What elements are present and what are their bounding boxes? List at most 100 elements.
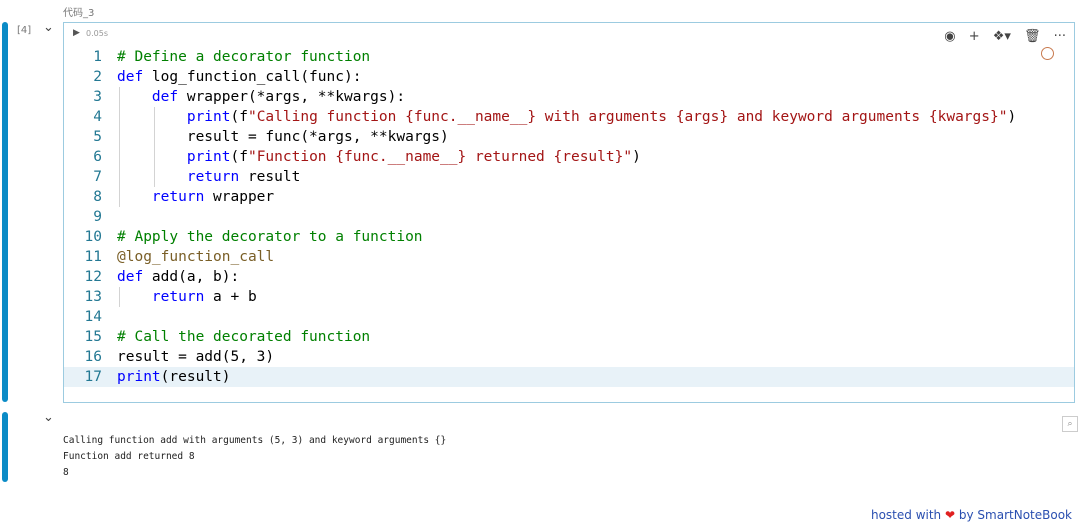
heart-icon: ❤ [945,508,956,522]
code-token: result = func(*args, **kwargs) [186,129,449,145]
line-number: 13 [84,289,102,305]
collapse-output-chevron-icon[interactable]: ⌄ [43,410,54,425]
code-line: 11 @log_function_call [64,247,1074,267]
indent-guide [153,127,155,147]
line-number: 16 [84,349,102,365]
cell-selection-bar[interactable] [2,22,8,402]
code-token: "Function {func.__name__} returned {resu… [247,149,633,165]
code-token [117,149,187,165]
code-line: 13 return a + b [64,287,1074,307]
code-token: ) [632,149,641,165]
indent-guide [153,167,155,187]
trash-icon[interactable]: 🗑 [1023,29,1041,44]
code-token: log_function_call(func): [151,69,362,85]
line-number: 11 [84,249,102,265]
code-line: 14 [64,307,1074,327]
execution-time: 0.05s [86,29,108,38]
python-icon[interactable]: ❖▾ [992,29,1011,44]
eye-icon[interactable]: ◉ [944,29,956,44]
indent-guide [119,107,120,127]
output-toggle-icon[interactable]: ⌕ [1062,416,1078,432]
status-indicator-icon [1041,47,1054,60]
indent-guide [119,127,120,147]
indent-guide [119,87,120,107]
line-number: 4 [93,109,102,125]
code-token: a + b [213,289,257,305]
code-token: (result) [160,369,231,385]
code-token [117,169,187,185]
code-line: 5 result = func(*args, **kwargs) [64,127,1074,147]
code-token: @log_function_call [117,249,275,265]
line-number: 6 [93,149,102,165]
line-number: 2 [93,69,102,85]
hosted-label: hosted with [870,508,942,522]
line-number: 9 [93,209,102,225]
line-number: 3 [93,89,102,105]
code-token: def [117,69,152,85]
code-cell[interactable]: ▶ 0.05s ◉ + ❖▾ 🗑 ··· 1 # Define a decorat… [63,22,1075,403]
code-token: # Define a decorator function [117,49,371,65]
line-number: 8 [93,189,102,205]
code-token: # Call the decorated function [117,329,371,345]
code-token: # Apply the decorator to a function [117,229,423,245]
code-line: 15 # Call the decorated function [64,327,1074,347]
code-line: 16 result = add(5, 3) [64,347,1074,367]
code-token [117,89,152,105]
code-token: print [117,369,161,385]
code-token: result = add(5, 3) [117,349,275,365]
more-icon[interactable]: ··· [1053,29,1066,44]
indent-guide [119,147,120,167]
code-line: 17 print(result) [64,367,1074,387]
cell-title: 代码_3 [63,8,95,19]
code-line: 4 print(f"Calling function {func.__name_… [64,107,1074,127]
line-number: 14 [84,309,102,325]
code-line: 3 def wrapper(*args, **kwargs): [64,87,1074,107]
code-line: 9 [64,207,1074,227]
output-selection-bar[interactable] [2,412,8,482]
code-token [117,129,187,145]
output-line: Function add returned 8 [63,451,195,462]
code-token: def [151,89,187,105]
code-token: "Calling function {func.__name__} with a… [247,109,1008,125]
line-number: 15 [84,329,102,345]
code-token: return [186,169,248,185]
code-line: 2 def log_function_call(func): [64,67,1074,87]
code-token: return [151,289,214,305]
code-line: 6 print(f"Function {func.__name__} retur… [64,147,1074,167]
indent-guide [119,187,120,207]
line-number: 10 [84,229,102,245]
code-token: print [186,109,231,125]
code-token [117,189,152,205]
indent-guide [119,287,120,307]
code-token: wrapper(*args, **kwargs): [186,89,406,105]
code-line: 7 return result [64,167,1074,187]
line-number: 1 [93,49,102,65]
code-token: wrapper [213,189,275,205]
code-editor[interactable]: 1 # Define a decorator function 2 def log_f… [64,47,1074,387]
code-token: ) [1007,109,1017,125]
line-number: 7 [93,169,102,185]
plus-icon[interactable]: + [968,29,980,44]
footer: hosted with ❤ by SmartNoteBook [871,508,1072,522]
code-token: add(a, b): [151,269,240,285]
code-line: 1 # Define a decorator function [64,47,1074,67]
run-button[interactable]: ▶ [73,28,80,38]
line-number: 17 [84,369,102,385]
code-token: (f [230,149,248,165]
code-token: print [186,149,231,165]
indent-guide [153,107,155,127]
code-token: result [247,169,301,185]
output-line: Calling function add with arguments (5, … [63,435,447,446]
line-number: 5 [93,129,102,145]
indent-guide [119,167,120,187]
indent-guide [153,147,155,167]
code-line: 10 # Apply the decorator to a function [64,227,1074,247]
collapse-input-chevron-icon[interactable]: ⌄ [43,20,54,35]
output-line: 8 [63,467,69,478]
code-token: def [117,269,152,285]
code-line: 8 return wrapper [64,187,1074,207]
execution-count: [4] [17,25,32,36]
smartnotebook-link[interactable]: by SmartNoteBook [958,508,1072,522]
code-token [117,289,152,305]
